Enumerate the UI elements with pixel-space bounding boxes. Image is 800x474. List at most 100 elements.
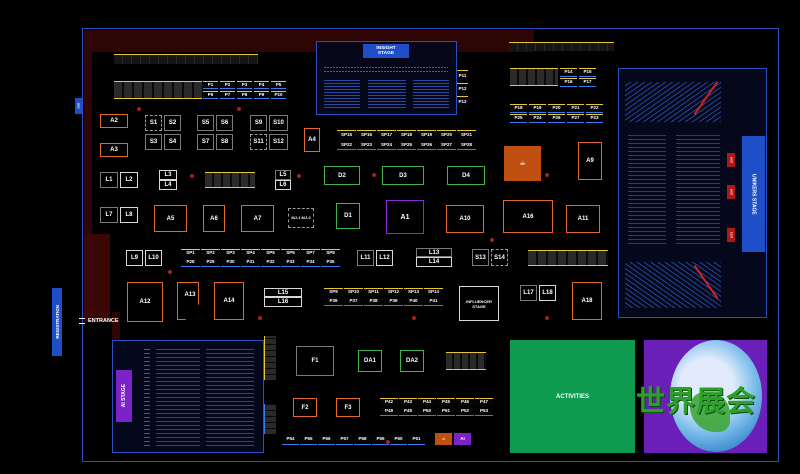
booth-p2[interactable]: P2	[220, 81, 235, 89]
booth-p43[interactable]: P43	[399, 398, 417, 406]
booth-sp27[interactable]: SP27	[437, 141, 456, 150]
booth-p18[interactable]: P18	[510, 104, 527, 113]
booth-sp24[interactable]: SP24	[377, 141, 396, 150]
booth-p52[interactable]: P52	[456, 408, 474, 416]
booth-l13[interactable]: L13	[416, 248, 452, 257]
booth-p17[interactable]: P17	[579, 78, 596, 87]
booth-p60[interactable]: P60	[390, 434, 407, 445]
booth-sp15[interactable]: SP15	[337, 130, 356, 139]
booth-p20[interactable]: P20	[548, 104, 565, 113]
booth-d1[interactable]: D1	[336, 203, 360, 229]
booth-p34[interactable]: P34	[301, 259, 320, 267]
booth-l15[interactable]: L15	[264, 288, 302, 297]
booth-s12[interactable]: S12	[269, 134, 288, 150]
booth-a4[interactable]: A4	[304, 128, 320, 152]
booth-p42[interactable]: P42	[380, 398, 398, 406]
booth-sp10[interactable]: SP10	[344, 288, 363, 296]
booth-p10[interactable]: P10	[271, 91, 286, 99]
booth-p54[interactable]: P54	[282, 434, 299, 445]
booth-sp11[interactable]: SP11	[364, 288, 383, 296]
booth-l7[interactable]: L7	[100, 207, 118, 223]
booth-sp16[interactable]: SP16	[357, 130, 376, 139]
booth-s8[interactable]: S8	[216, 134, 233, 150]
booth-p13[interactable]: P13	[457, 96, 468, 108]
booth-s3[interactable]: S3	[145, 134, 162, 150]
booth-sp1[interactable]: SP1	[181, 249, 200, 257]
booth-p16[interactable]: P16	[560, 78, 577, 87]
booth-p31[interactable]: P31	[241, 259, 260, 267]
cafe-small-booth[interactable]: ☕	[435, 433, 452, 445]
booth-p36[interactable]: P36	[324, 298, 343, 306]
booth-l14[interactable]: L14	[416, 257, 452, 267]
booth-p28[interactable]: P28	[181, 259, 200, 267]
booth-p56[interactable]: P56	[318, 434, 335, 445]
booth-a5[interactable]: A5	[154, 205, 187, 232]
booth-a6[interactable]: A6	[203, 205, 225, 232]
booth-sp8[interactable]: SP8	[321, 249, 340, 257]
activities-area[interactable]: ACTIVITIES	[510, 340, 635, 453]
booth-p29[interactable]: P29	[201, 259, 220, 267]
booth-mj[interactable]: MJ-1 MJ-2	[288, 208, 314, 228]
booth-p53[interactable]: P53	[475, 408, 493, 416]
booth-sp3[interactable]: SP3	[221, 249, 240, 257]
booth-l17[interactable]: L17	[520, 285, 537, 301]
booth-p44[interactable]: P44	[418, 398, 436, 406]
booth-sp26[interactable]: SP26	[417, 141, 436, 150]
booth-l4[interactable]: L4	[159, 180, 177, 190]
booth-p23[interactable]: P23	[586, 114, 603, 123]
booth-da1[interactable]: DA1	[358, 350, 382, 372]
booth-sp21[interactable]: SP21	[457, 130, 476, 139]
booth-p27[interactable]: P27	[567, 114, 584, 123]
booth-p32[interactable]: P32	[261, 259, 280, 267]
booth-p6[interactable]: P6	[203, 91, 218, 99]
booth-sp14[interactable]: SP14	[424, 288, 443, 296]
booth-d2[interactable]: D2	[324, 166, 360, 185]
booth-s6[interactable]: S6	[216, 115, 233, 131]
booth-p59[interactable]: P59	[372, 434, 389, 445]
booth-p55[interactable]: P55	[300, 434, 317, 445]
ai-stage-label[interactable]: AI STAGE	[116, 370, 132, 422]
booth-ai-small[interactable]: AI	[454, 433, 471, 445]
entrance-marker[interactable]: ENTRANCE	[79, 318, 119, 324]
booth-sp22[interactable]: SP22	[337, 141, 356, 150]
booth-sp13[interactable]: SP13	[404, 288, 423, 296]
booth-sp12[interactable]: SP12	[384, 288, 403, 296]
booth-p61[interactable]: P61	[408, 434, 425, 445]
booth-sp7[interactable]: SP7	[301, 249, 320, 257]
booth-l8[interactable]: L8	[120, 207, 138, 223]
booth-p58[interactable]: P58	[354, 434, 371, 445]
booth-p33[interactable]: P33	[281, 259, 300, 267]
booth-l10[interactable]: L10	[145, 250, 162, 266]
booth-p7[interactable]: P7	[220, 91, 235, 99]
booth-l12[interactable]: L12	[376, 250, 393, 266]
booth-sp23[interactable]: SP23	[357, 141, 376, 150]
booth-sp5[interactable]: SP5	[261, 249, 280, 257]
booth-a12[interactable]: A12	[127, 282, 163, 322]
booth-p47[interactable]: P47	[475, 398, 493, 406]
booth-a11[interactable]: A11	[566, 205, 600, 233]
booth-s9[interactable]: S9	[250, 115, 267, 131]
booth-sp6[interactable]: SP6	[281, 249, 300, 257]
booth-p41[interactable]: P41	[424, 298, 443, 306]
booth-s10[interactable]: S10	[269, 115, 288, 131]
booth-p50[interactable]: P50	[418, 408, 436, 416]
booth-p24[interactable]: P24	[529, 114, 546, 123]
unikers-stage-label[interactable]: UNIKERS STAGE	[742, 136, 765, 252]
booth-p14[interactable]: P14	[560, 68, 577, 77]
booth-f1[interactable]: F1	[296, 346, 334, 376]
insight-stage-label[interactable]: INSIGHT STAGE	[363, 44, 409, 58]
booth-l6[interactable]: L6	[275, 180, 291, 190]
booth-p51[interactable]: P51	[437, 408, 455, 416]
booth-s5[interactable]: S5	[197, 115, 214, 131]
booth-p15[interactable]: P15	[579, 68, 596, 77]
booth-sp19[interactable]: SP19	[417, 130, 436, 139]
booth-p3[interactable]: P3	[237, 81, 252, 89]
booth-sp9[interactable]: SP9	[324, 288, 343, 296]
booth-p38[interactable]: P38	[364, 298, 383, 306]
booth-l3[interactable]: L3	[159, 170, 177, 180]
booth-sp20[interactable]: SP20	[437, 130, 456, 139]
booth-p45[interactable]: P45	[437, 398, 455, 406]
booth-a17[interactable]: A16	[503, 200, 553, 233]
influencer-stage[interactable]: INFLUENCER STAGE	[459, 286, 499, 321]
booth-s7[interactable]: S7	[197, 134, 214, 150]
